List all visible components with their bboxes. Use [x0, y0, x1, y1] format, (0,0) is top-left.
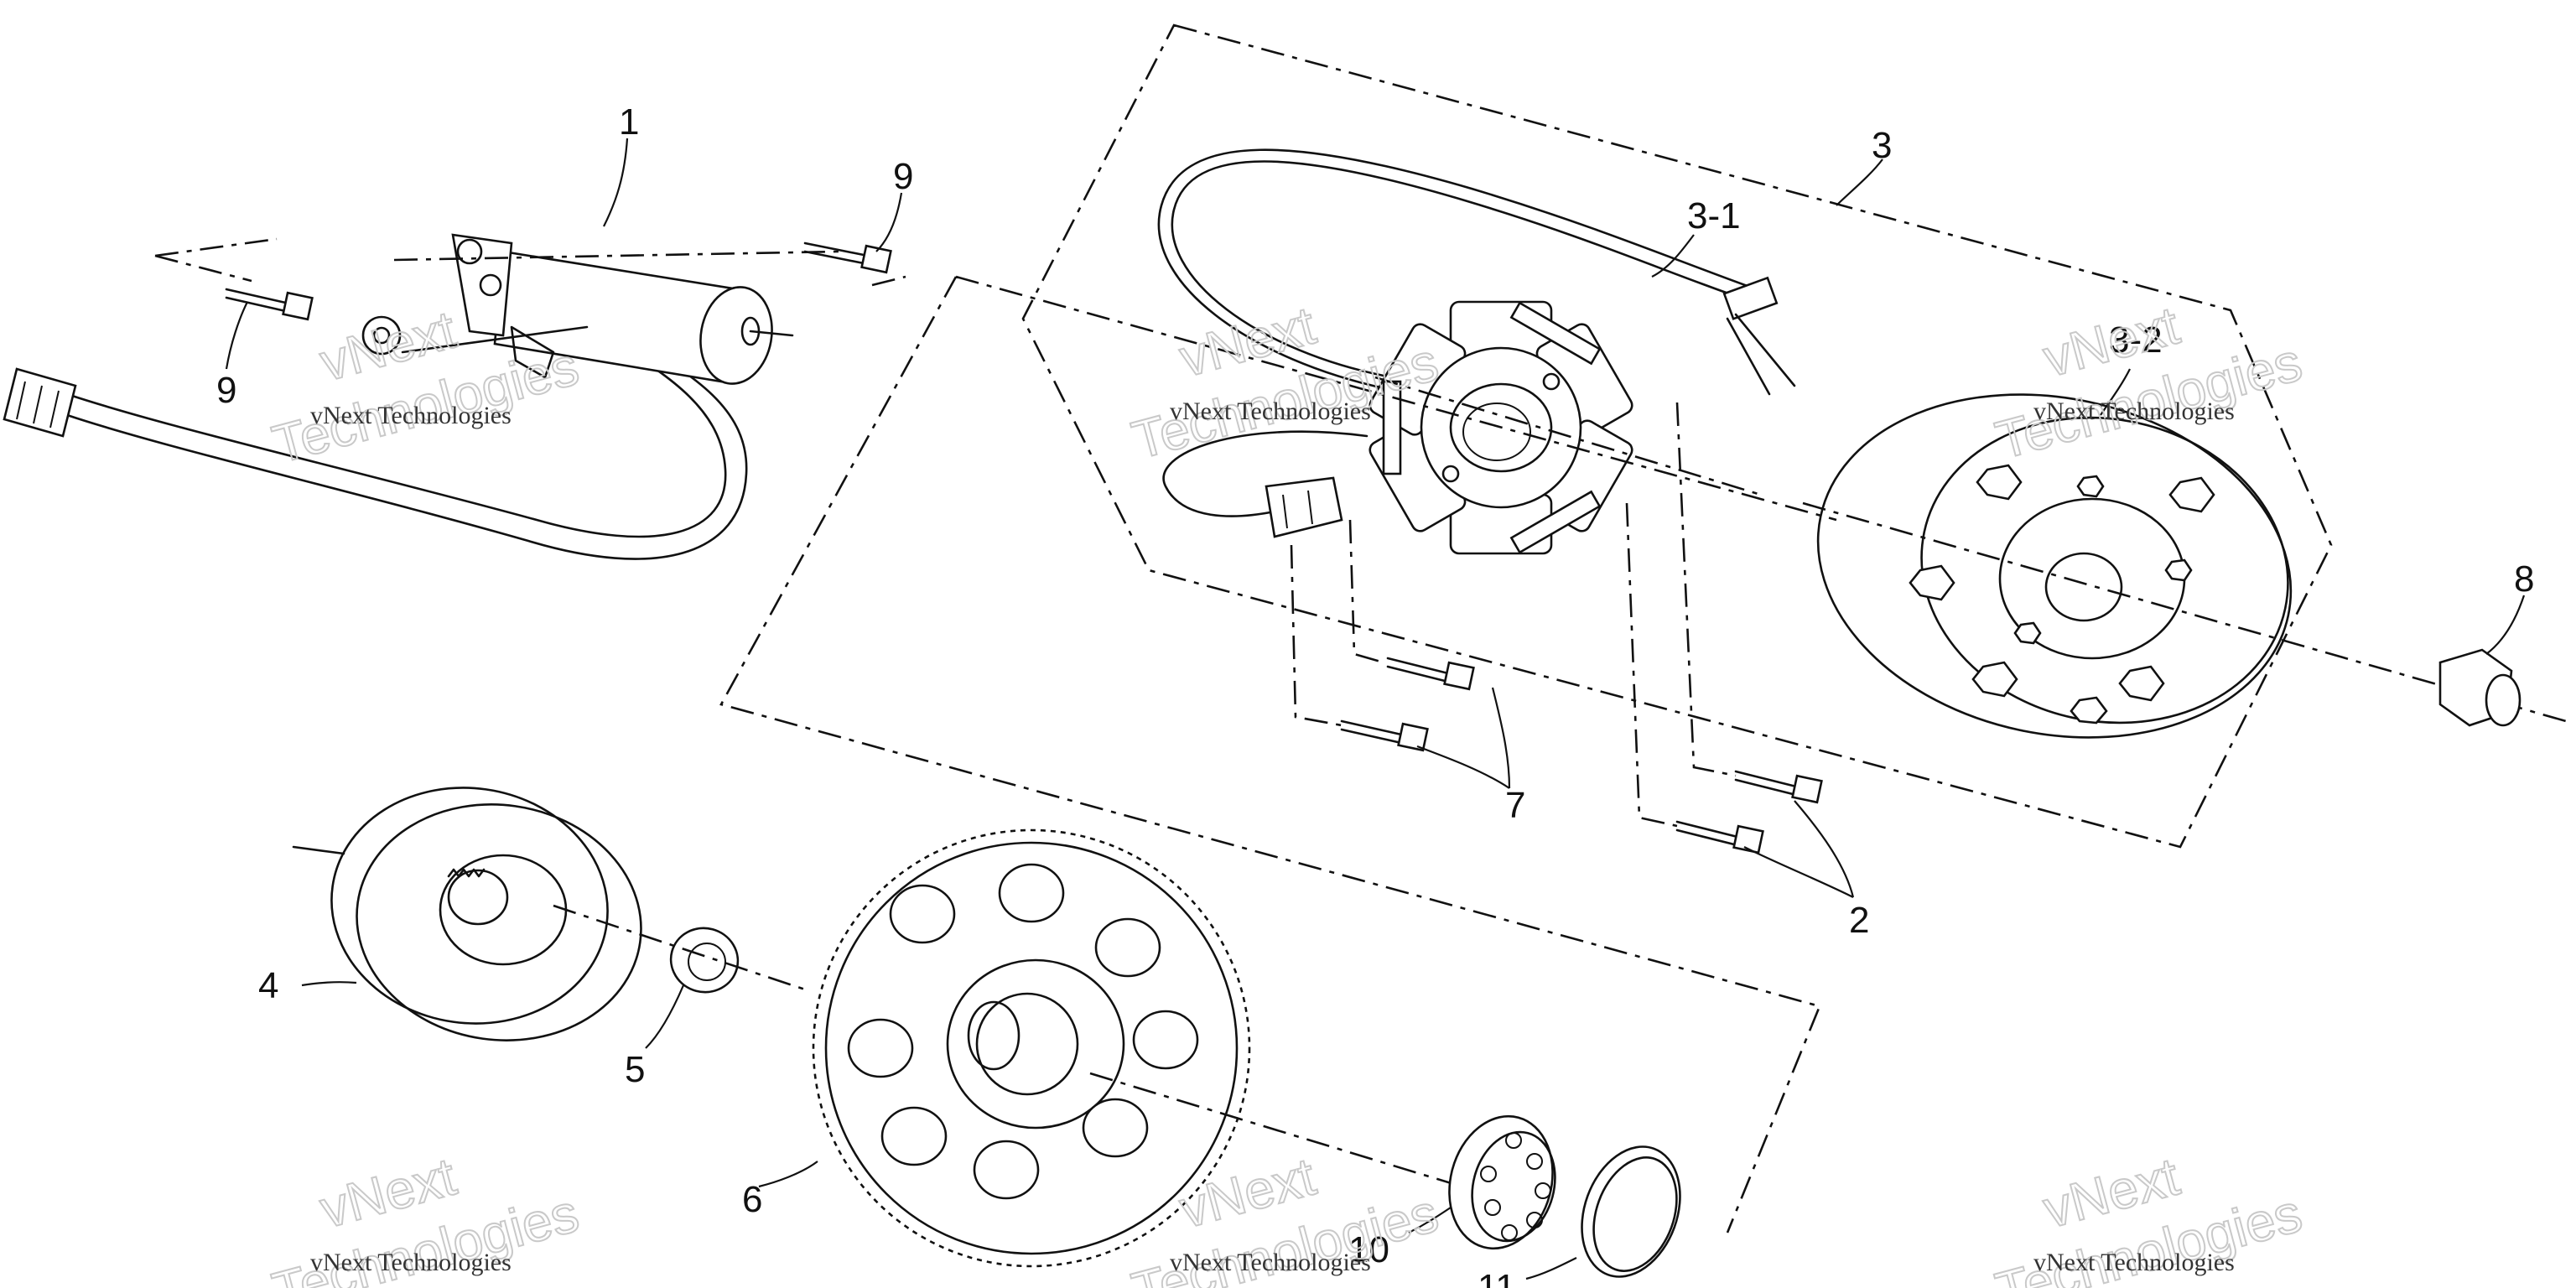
- callout-7: 7: [1505, 785, 1525, 826]
- watermark: vNext Technologies vNext Technologies: [266, 1145, 585, 1288]
- group-3-outline: [1021, 23, 2333, 849]
- nut-8: [2438, 648, 2521, 727]
- callout-11: 11: [1478, 1267, 1516, 1288]
- leader-lines: [225, 138, 2526, 1280]
- starter-gear: [812, 828, 1251, 1268]
- svg-text:vNext Technologies: vNext Technologies: [310, 1249, 512, 1276]
- callout-3: 3: [1872, 125, 1892, 166]
- svg-text:vNext Technologies: vNext Technologies: [1170, 1249, 1371, 1276]
- callout-4: 4: [258, 965, 278, 1006]
- svg-text:vNext Technologies: vNext Technologies: [2033, 1249, 2235, 1276]
- callout-2: 2: [1849, 900, 1869, 941]
- bearing-10: [1448, 1114, 1556, 1250]
- flywheel: [1816, 393, 2293, 739]
- callout-10: 10: [1348, 1229, 1389, 1270]
- svg-text:vNext Technologies: vNext Technologies: [310, 402, 512, 429]
- starter-motor: [3, 233, 794, 560]
- circlip-11: [1581, 1145, 1681, 1278]
- lower-group-outline: [719, 275, 1837, 1233]
- starter-cable: [65, 317, 727, 538]
- callout-8: 8: [2514, 558, 2534, 600]
- starter-clutch: [292, 787, 642, 1041]
- svg-text:vNext Technologies: vNext Technologies: [1170, 397, 1371, 425]
- bolt-9-right: [803, 242, 892, 274]
- callout-3-2: 3-2: [2109, 319, 2163, 361]
- callout-6: 6: [742, 1179, 762, 1220]
- callout-9-left: 9: [216, 370, 236, 411]
- stator-wiring: [1157, 148, 1796, 538]
- callout-5: 5: [625, 1049, 645, 1090]
- callout-labels: 1 9 9 3 3-1 3-2 8 7 2 4 5 6 10 11: [216, 101, 2534, 1288]
- callout-9-right: 9: [893, 156, 913, 197]
- watermarks: vNext Technologies vNext Technologies vN…: [266, 293, 2309, 1288]
- washer-5: [669, 927, 740, 994]
- callout-1: 1: [619, 101, 639, 143]
- svg-text:vNext Technologies: vNext Technologies: [2033, 397, 2235, 425]
- bolts-7: [1290, 519, 1475, 752]
- watermark: vNext Technologies vNext Technologies: [1989, 1145, 2309, 1288]
- callout-3-1: 3-1: [1687, 195, 1741, 236]
- bolts-2: [1625, 402, 1823, 854]
- starter-connector: [3, 367, 77, 438]
- bolt-9-left: [225, 288, 314, 321]
